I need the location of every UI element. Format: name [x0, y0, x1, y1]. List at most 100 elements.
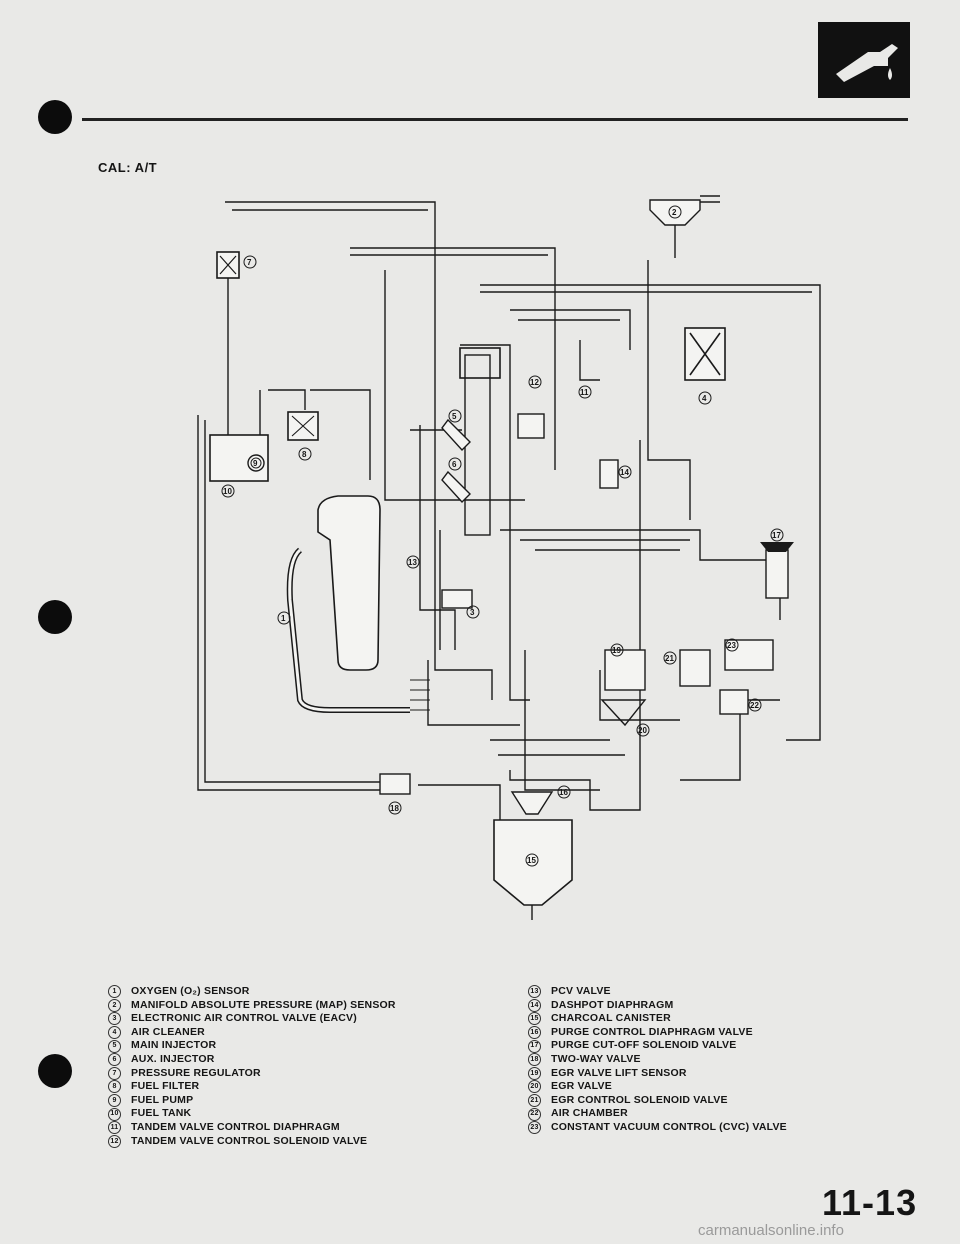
callout-21: 21: [665, 654, 674, 663]
callout-18: 18: [390, 804, 399, 813]
legend-item: 5 MAIN INJECTOR: [108, 1039, 396, 1053]
legend-label: PRESSURE REGULATOR: [131, 1066, 261, 1079]
callout-19: 19: [612, 646, 621, 655]
legend-number: 13: [528, 985, 541, 999]
legend-number: 21: [528, 1094, 541, 1108]
legend-number: 17: [528, 1039, 541, 1053]
legend-label: CONSTANT VACUUM CONTROL (CVC) VALVE: [551, 1120, 787, 1133]
legend-number: 22: [528, 1107, 541, 1121]
callout-10: 10: [223, 487, 232, 496]
callout-7: 7: [247, 258, 252, 267]
callout-15: 15: [527, 856, 536, 865]
legend-label: AIR CLEANER: [131, 1025, 205, 1038]
legend-label: PURGE CONTROL DIAPHRAGM VALVE: [551, 1025, 753, 1038]
callout-22: 22: [750, 701, 759, 710]
legend-item: 16 PURGE CONTROL DIAPHRAGM VALVE: [528, 1026, 787, 1040]
legend-item: 2 MANIFOLD ABSOLUTE PRESSURE (MAP) SENSOR: [108, 999, 396, 1013]
legend-label: FUEL FILTER: [131, 1080, 200, 1093]
legend-number: 9: [108, 1094, 121, 1108]
page-number: 11-13: [822, 1182, 918, 1223]
callout-12: 12: [530, 378, 539, 387]
legend-number: 6: [108, 1053, 121, 1067]
legend-item: 15 CHARCOAL CANISTER: [528, 1012, 787, 1026]
legend-label: EGR CONTROL SOLENOID VALVE: [551, 1093, 728, 1106]
legend-item: 14 DASHPOT DIAPHRAGM: [528, 999, 787, 1013]
legend-label: ELECTRONIC AIR CONTROL VALVE (EACV): [131, 1012, 357, 1025]
legend-label: FUEL PUMP: [131, 1093, 194, 1106]
legend-number: 14: [528, 998, 541, 1012]
legend-number: 1: [108, 985, 121, 999]
legend-label: OXYGEN (O₂) SENSOR: [131, 985, 250, 997]
callout-6: 6: [452, 460, 457, 469]
callout-9: 9: [253, 459, 258, 468]
binder-hole: [38, 100, 72, 134]
binder-hole: [38, 600, 72, 634]
callout-14: 14: [620, 468, 629, 477]
legend-number: 23: [528, 1121, 541, 1135]
legend-item: 9 FUEL PUMP: [108, 1094, 396, 1108]
binder-hole: [38, 1054, 72, 1088]
legend-label: AIR CHAMBER: [551, 1107, 628, 1120]
callout-5: 5: [452, 412, 457, 421]
legend-label: CHARCOAL CANISTER: [551, 1012, 671, 1025]
callout-23: 23: [727, 641, 736, 650]
legend-label: AUX. INJECTOR: [131, 1052, 215, 1065]
legend-label: PCV VALVE: [551, 985, 611, 997]
legend-number: 11: [108, 1121, 121, 1135]
legend-label: PURGE CUT-OFF SOLENOID VALVE: [551, 1039, 737, 1052]
callout-8: 8: [302, 450, 307, 459]
legend-number: 2: [108, 998, 121, 1012]
callout-20: 20: [638, 726, 647, 735]
legend-label: TWO-WAY VALVE: [551, 1052, 641, 1065]
legend-label: TANDEM VALVE CONTROL SOLENOID VALVE: [131, 1134, 368, 1147]
legend-item: 13 PCV VALVE: [528, 985, 787, 999]
legend-number: 18: [528, 1053, 541, 1067]
legend-item: 1 OXYGEN (O₂) SENSOR: [108, 985, 396, 999]
legend-item: 22 AIR CHAMBER: [528, 1107, 787, 1121]
legend-number: 19: [528, 1066, 541, 1080]
callout-2: 2: [672, 208, 677, 217]
legend-label: MAIN INJECTOR: [131, 1039, 217, 1052]
legend-number: 4: [108, 1026, 121, 1040]
legend-item: 8 FUEL FILTER: [108, 1080, 396, 1094]
legend-item: 12 TANDEM VALVE CONTROL SOLENOID VALVE: [108, 1135, 396, 1149]
legend-item: 6 AUX. INJECTOR: [108, 1053, 396, 1067]
section-title: CAL: A/T: [98, 160, 158, 175]
legend-item: 7 PRESSURE REGULATOR: [108, 1067, 396, 1081]
callout-11: 11: [580, 388, 589, 397]
legend-label: EGR VALVE: [551, 1080, 612, 1093]
legend-item: 19 EGR VALVE LIFT SENSOR: [528, 1067, 787, 1081]
legend-label: TANDEM VALVE CONTROL DIAPHRAGM: [131, 1120, 340, 1133]
legend-number: 10: [108, 1107, 121, 1121]
legend-number: 12: [108, 1134, 121, 1148]
watermark: carmanualsonline.info: [698, 1222, 844, 1239]
legend-number: 16: [528, 1026, 541, 1040]
callout-16: 16: [559, 788, 568, 797]
legend-number: 15: [528, 1012, 541, 1026]
legend-item: 17 PURGE CUT-OFF SOLENOID VALVE: [528, 1039, 787, 1053]
vacuum-hose-diagram: 2 7 4 11 12 5 6 14 8 9 10 13 1 3 17 19 2…: [197, 195, 821, 920]
legend-item: 21 EGR CONTROL SOLENOID VALVE: [528, 1094, 787, 1108]
legend-number: 5: [108, 1039, 121, 1053]
callout-13: 13: [408, 558, 417, 567]
legend-label: MANIFOLD ABSOLUTE PRESSURE (MAP) SENSOR: [131, 998, 396, 1011]
legend-item: 4 AIR CLEANER: [108, 1026, 396, 1040]
legend-number: 7: [108, 1066, 121, 1080]
legend-item: 3 ELECTRONIC AIR CONTROL VALVE (EACV): [108, 1012, 396, 1026]
legend-label: DASHPOT DIAPHRAGM: [551, 998, 674, 1011]
legend-number: 8: [108, 1080, 121, 1094]
callout-1: 1: [281, 614, 286, 623]
legend-number: 3: [108, 1012, 121, 1026]
legend-left: 1 OXYGEN (O₂) SENSOR 2 MANIFOLD ABSOLUTE PR…: [108, 985, 396, 1148]
header-rule: [82, 118, 908, 121]
callout-3: 3: [470, 608, 475, 617]
legend-item: 11 TANDEM VALVE CONTROL DIAPHRAGM: [108, 1121, 396, 1135]
callout-17: 17: [772, 531, 781, 540]
legend-right: 13 PCV VALVE 14 DASHPOT DIAPHRAGM 15 CHARCOAL…: [528, 985, 787, 1135]
fuel-nozzle-icon: [818, 22, 910, 98]
legend-item: 23 CONSTANT VACUUM CONTROL (CVC) VALVE: [528, 1121, 787, 1135]
legend-label: EGR VALVE LIFT SENSOR: [551, 1066, 687, 1079]
callout-4: 4: [702, 394, 707, 403]
